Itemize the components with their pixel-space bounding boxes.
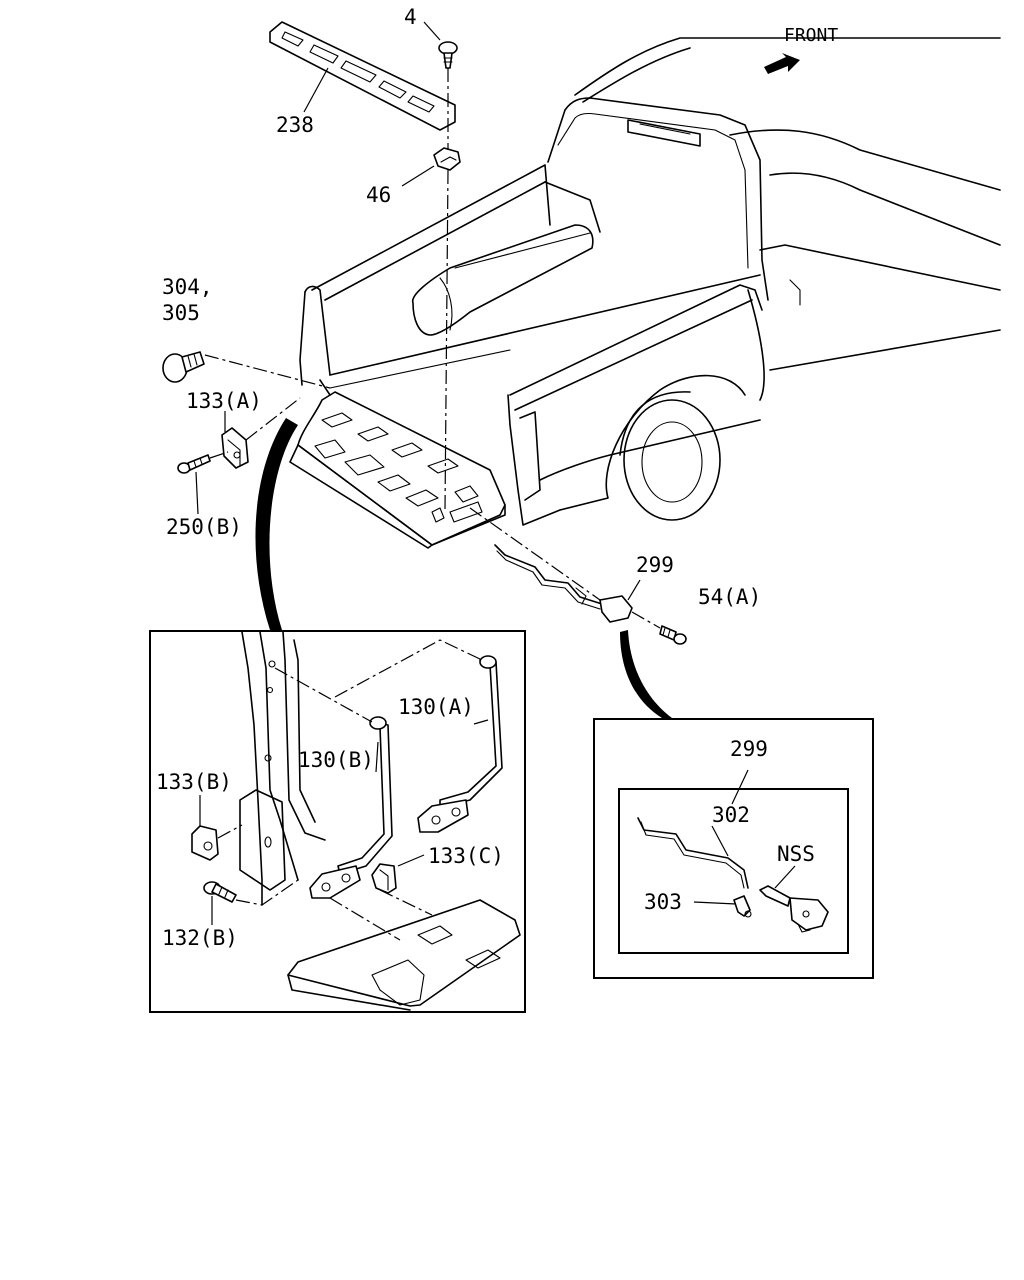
part-54a-bolt [659,625,687,645]
callout-nss: NSS [777,842,815,866]
callout-250b: 250(B) [166,515,242,539]
callout-133c: 133(C) [428,844,504,868]
callout-54a: 54(A) [698,585,761,609]
part-304-305-plug [162,351,205,383]
part-46-grommet [433,147,461,171]
front-label: FRONT [784,25,838,46]
callout-4: 4 [404,5,417,29]
detail-box-latch [593,718,874,979]
callout-238: 238 [276,113,314,137]
leader-lines [195,21,796,925]
part-299-latch-rod [494,544,633,623]
part-133a-bracket [221,427,249,469]
callout-130a: 130(A) [398,695,474,719]
callout-299: 299 [636,553,674,577]
callout-130b: 130(B) [298,748,374,772]
tailgate [289,391,506,549]
pickup-truck-body [299,37,1001,526]
callout-302: 302 [712,803,750,827]
callout-299-detail: 299 [730,737,768,761]
callout-304: 304, [162,275,213,299]
callout-133a: 133(A) [186,389,262,413]
callout-305: 305 [162,301,200,325]
part-250b-bolt [177,454,211,474]
detail-pointer-arrow-left [255,418,298,630]
front-arrow-icon [764,53,800,74]
callout-133b: 133(B) [156,770,232,794]
callout-132b: 132(B) [162,926,238,950]
callout-303: 303 [644,890,682,914]
callout-labels: 4 238 46 304, 305 133(A) 250(B) 299 54(A… [156,5,815,950]
front-direction-indicator: FRONT [764,25,838,74]
callout-46: 46 [366,183,391,207]
part-4-clip [438,41,458,69]
detail-box-hinge [149,630,526,1013]
detail-pointer-arrow-right [620,630,672,718]
part-238-gasket [269,21,456,131]
